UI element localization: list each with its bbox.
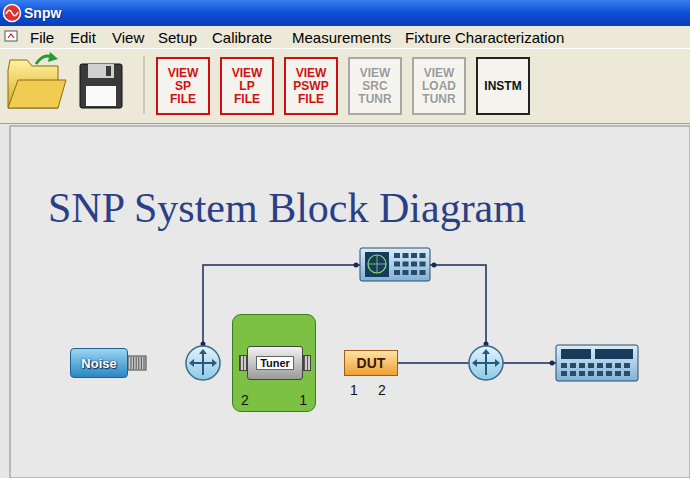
menu-item: View [112,29,144,46]
node-text: VIEW SP FILE [163,67,203,106]
toolbar-button-disabled: VIEW LOAD TUNR [412,57,466,115]
menu-item: Measurements [292,29,391,46]
port-number: 2 [378,382,386,398]
node-text: VIEW SRC TUNR [355,67,395,106]
node-text: 2 [241,392,249,408]
menu-item: Setup [158,29,197,46]
coupler-symbol [469,346,503,380]
tuner-panel: 2 1 Tuner [232,314,316,412]
node-text: VIEW LP FILE [227,67,267,106]
toolbar-button: INSTM [476,57,530,115]
diagram-title: SNP System Block Diagram [48,184,526,232]
connector-stub [239,355,247,371]
noise-figure-meter-icon [556,345,638,381]
network-analyzer-icon [360,248,430,281]
toolbar-button: VIEW SP FILE [156,57,210,115]
menu-item: Calibrate [212,29,272,46]
toolbar-button-disabled: VIEW SRC TUNR [348,57,402,115]
node-text: 1 [299,392,307,408]
node-text: VIEW LOAD TUNR [419,67,459,106]
port-number: 1 [350,382,358,398]
toolbar-button: VIEW LP FILE [220,57,274,115]
node-text: Noise [81,356,116,371]
menu-item: Edit [70,29,96,46]
node-text: DUT [357,355,386,371]
coupler-symbol [186,346,220,380]
connector-stub [303,355,311,371]
tuner-icon: Tuner [247,346,303,380]
node-text: VIEW PSWP FILE [291,67,331,106]
menu-item: Fixture Characterization [405,29,564,46]
dut-box: DUT [344,350,398,376]
node-text: INSTM [483,80,523,93]
window-title: Snpw [24,5,61,21]
noise-source: Noise [70,348,128,378]
toolbar-button: VIEW PSWP FILE [284,57,338,115]
menu-item: File [30,29,54,46]
node-text: Tuner [256,356,294,370]
